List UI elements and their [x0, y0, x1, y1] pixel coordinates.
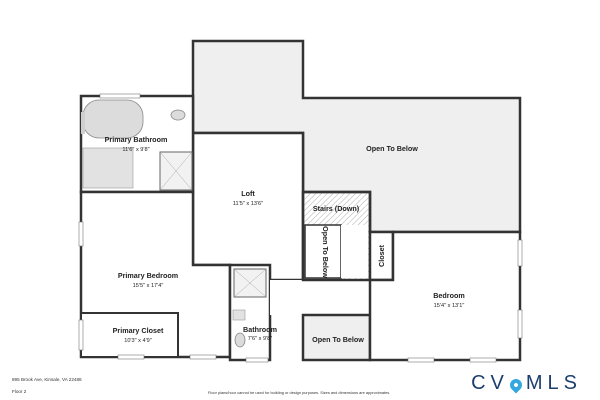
primary-closet-area — [80, 312, 179, 358]
primary-bedroom-dim: 15'5" x 17'4" — [133, 283, 164, 289]
disclaimer-text: Floor plans/hour cannot be used for buil… — [208, 390, 391, 395]
cvrmls-logo: CV MLS — [471, 370, 582, 396]
vanity — [82, 147, 134, 189]
primary-bedroom-name: Primary Bedroom — [118, 271, 178, 280]
map-pin-icon — [507, 376, 525, 394]
bedroom-dim: 15'4" x 13'1" — [434, 303, 465, 309]
bathroom-name: Bathroom — [243, 325, 277, 334]
bedroom-name: Bedroom — [433, 291, 465, 300]
open-to-below-small-area — [301, 313, 372, 362]
bedroom-area — [368, 230, 522, 362]
floor-label: Floor 2 — [12, 389, 27, 394]
primary-bathroom-name: Primary Bathroom — [105, 135, 168, 144]
loft-name: Loft — [241, 189, 255, 198]
toilet — [170, 109, 186, 121]
primary-bathroom-dim: 11'6" x 9'8" — [122, 147, 149, 153]
open-to-below-stairs-label: Open To Below — [321, 226, 330, 278]
primary-closet-name: Primary Closet — [113, 326, 164, 335]
closet-label: Closet — [377, 244, 386, 267]
primary-closet-dim: 10'3" x 4'9" — [124, 338, 152, 344]
stairs-label: Stairs (Down) — [313, 204, 360, 213]
logo-text-right: MLS — [525, 371, 582, 394]
logo-text-left: CV — [471, 371, 509, 394]
bathtub — [82, 99, 144, 139]
open-to-below-upper-label: Open To Below — [366, 144, 418, 153]
open-to-below-lower-label: Open To Below — [312, 335, 364, 344]
loft-dim: 11'5" x 13'6" — [233, 201, 263, 207]
bathroom-dim: 7'6" x 9'8" — [248, 336, 272, 342]
address-text: 895 Brook Ave, Kinsale, VA 22488 — [12, 377, 82, 382]
hallway-area — [270, 280, 370, 315]
